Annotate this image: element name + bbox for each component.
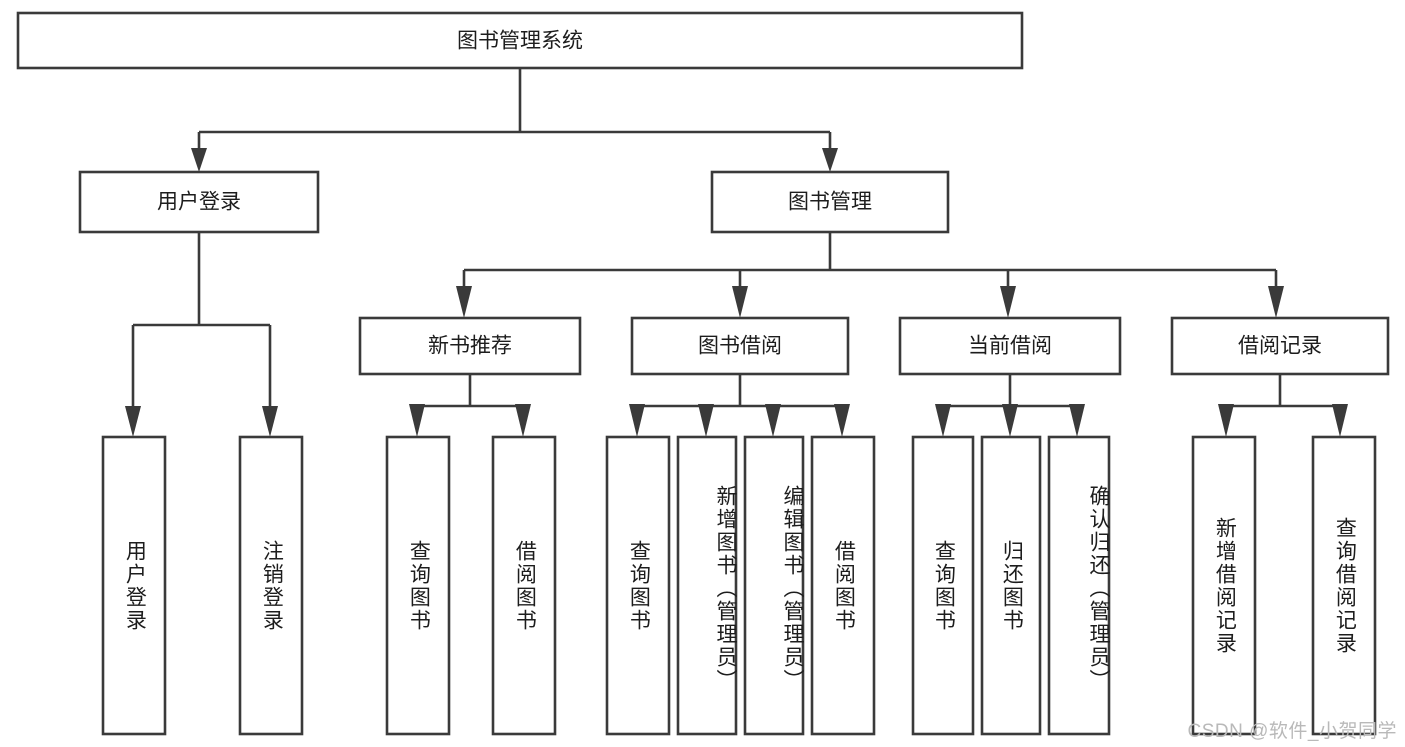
arrow-leaf-confirm-return	[1069, 404, 1085, 437]
node-leaf-query-book-1[interactable]	[385, 435, 451, 736]
arrow-leaf-edit-book	[765, 404, 781, 437]
arrow-leaf-borrow-book-2	[834, 404, 850, 437]
arrow-to-new-book	[456, 286, 472, 318]
node-book-borrow-label: 图书借阅	[698, 335, 782, 358]
node-book-borrow[interactable]	[630, 316, 850, 376]
node-new-book-recommend[interactable]	[358, 316, 582, 376]
arrow-leaf-borrow-book-1	[515, 404, 531, 437]
connector-layer	[125, 68, 1348, 437]
node-current-borrow[interactable]	[898, 316, 1122, 376]
node-borrow-record[interactable]	[1170, 316, 1390, 376]
arrow-leaf-add-book	[698, 404, 714, 437]
arrow-to-borrow-record	[1268, 286, 1284, 318]
node-leaf-user-login[interactable]	[101, 435, 167, 736]
node-layer: 图书管理系统 用户登录 图书管理 新书推荐 图书借阅 当前借阅 借阅记录	[16, 11, 1390, 736]
arrow-to-user-login	[191, 148, 207, 172]
node-leaf-query-book-2[interactable]	[605, 435, 671, 736]
node-leaf-borrow-book-1[interactable]	[491, 435, 557, 736]
node-leaf-return-book[interactable]	[980, 435, 1042, 736]
node-leaf-logout-login[interactable]	[238, 435, 304, 736]
arrow-to-current-borrow	[1000, 286, 1016, 318]
watermark-text: CSDN @软件_小贺同学	[1187, 721, 1397, 742]
node-leaf-add-record[interactable]	[1191, 435, 1257, 736]
arrow-to-book-management	[822, 148, 838, 172]
node-leaf-confirm-return[interactable]	[1047, 435, 1111, 736]
arrow-to-book-borrow	[732, 286, 748, 318]
node-book-management-label: 图书管理	[788, 191, 872, 214]
node-root[interactable]	[16, 11, 1024, 70]
node-new-book-recommend-label: 新书推荐	[428, 335, 512, 358]
arrow-leaf-add-record	[1218, 404, 1234, 437]
arrow-leaf-return-book	[1002, 404, 1018, 437]
node-user-login[interactable]	[78, 170, 320, 234]
node-leaf-query-record[interactable]	[1311, 435, 1377, 736]
node-leaf-query-book-3[interactable]	[911, 435, 975, 736]
node-leaf-edit-book[interactable]	[743, 435, 805, 736]
node-leaf-borrow-book-2[interactable]	[810, 435, 876, 736]
node-leaf-add-book[interactable]	[676, 435, 738, 736]
arrow-leaf-logout-login	[262, 406, 278, 437]
arrow-leaf-user-login	[125, 406, 141, 437]
node-root-label: 图书管理系统	[457, 30, 583, 53]
node-borrow-record-label: 借阅记录	[1238, 335, 1322, 358]
arrow-leaf-query-book-2	[629, 404, 645, 437]
arrow-leaf-query-book-3	[935, 404, 951, 437]
node-user-login-label: 用户登录	[157, 191, 241, 214]
arrow-leaf-query-record	[1332, 404, 1348, 437]
node-current-borrow-label: 当前借阅	[968, 335, 1052, 358]
node-book-management[interactable]	[710, 170, 950, 234]
arrow-leaf-query-book-1	[409, 404, 425, 437]
